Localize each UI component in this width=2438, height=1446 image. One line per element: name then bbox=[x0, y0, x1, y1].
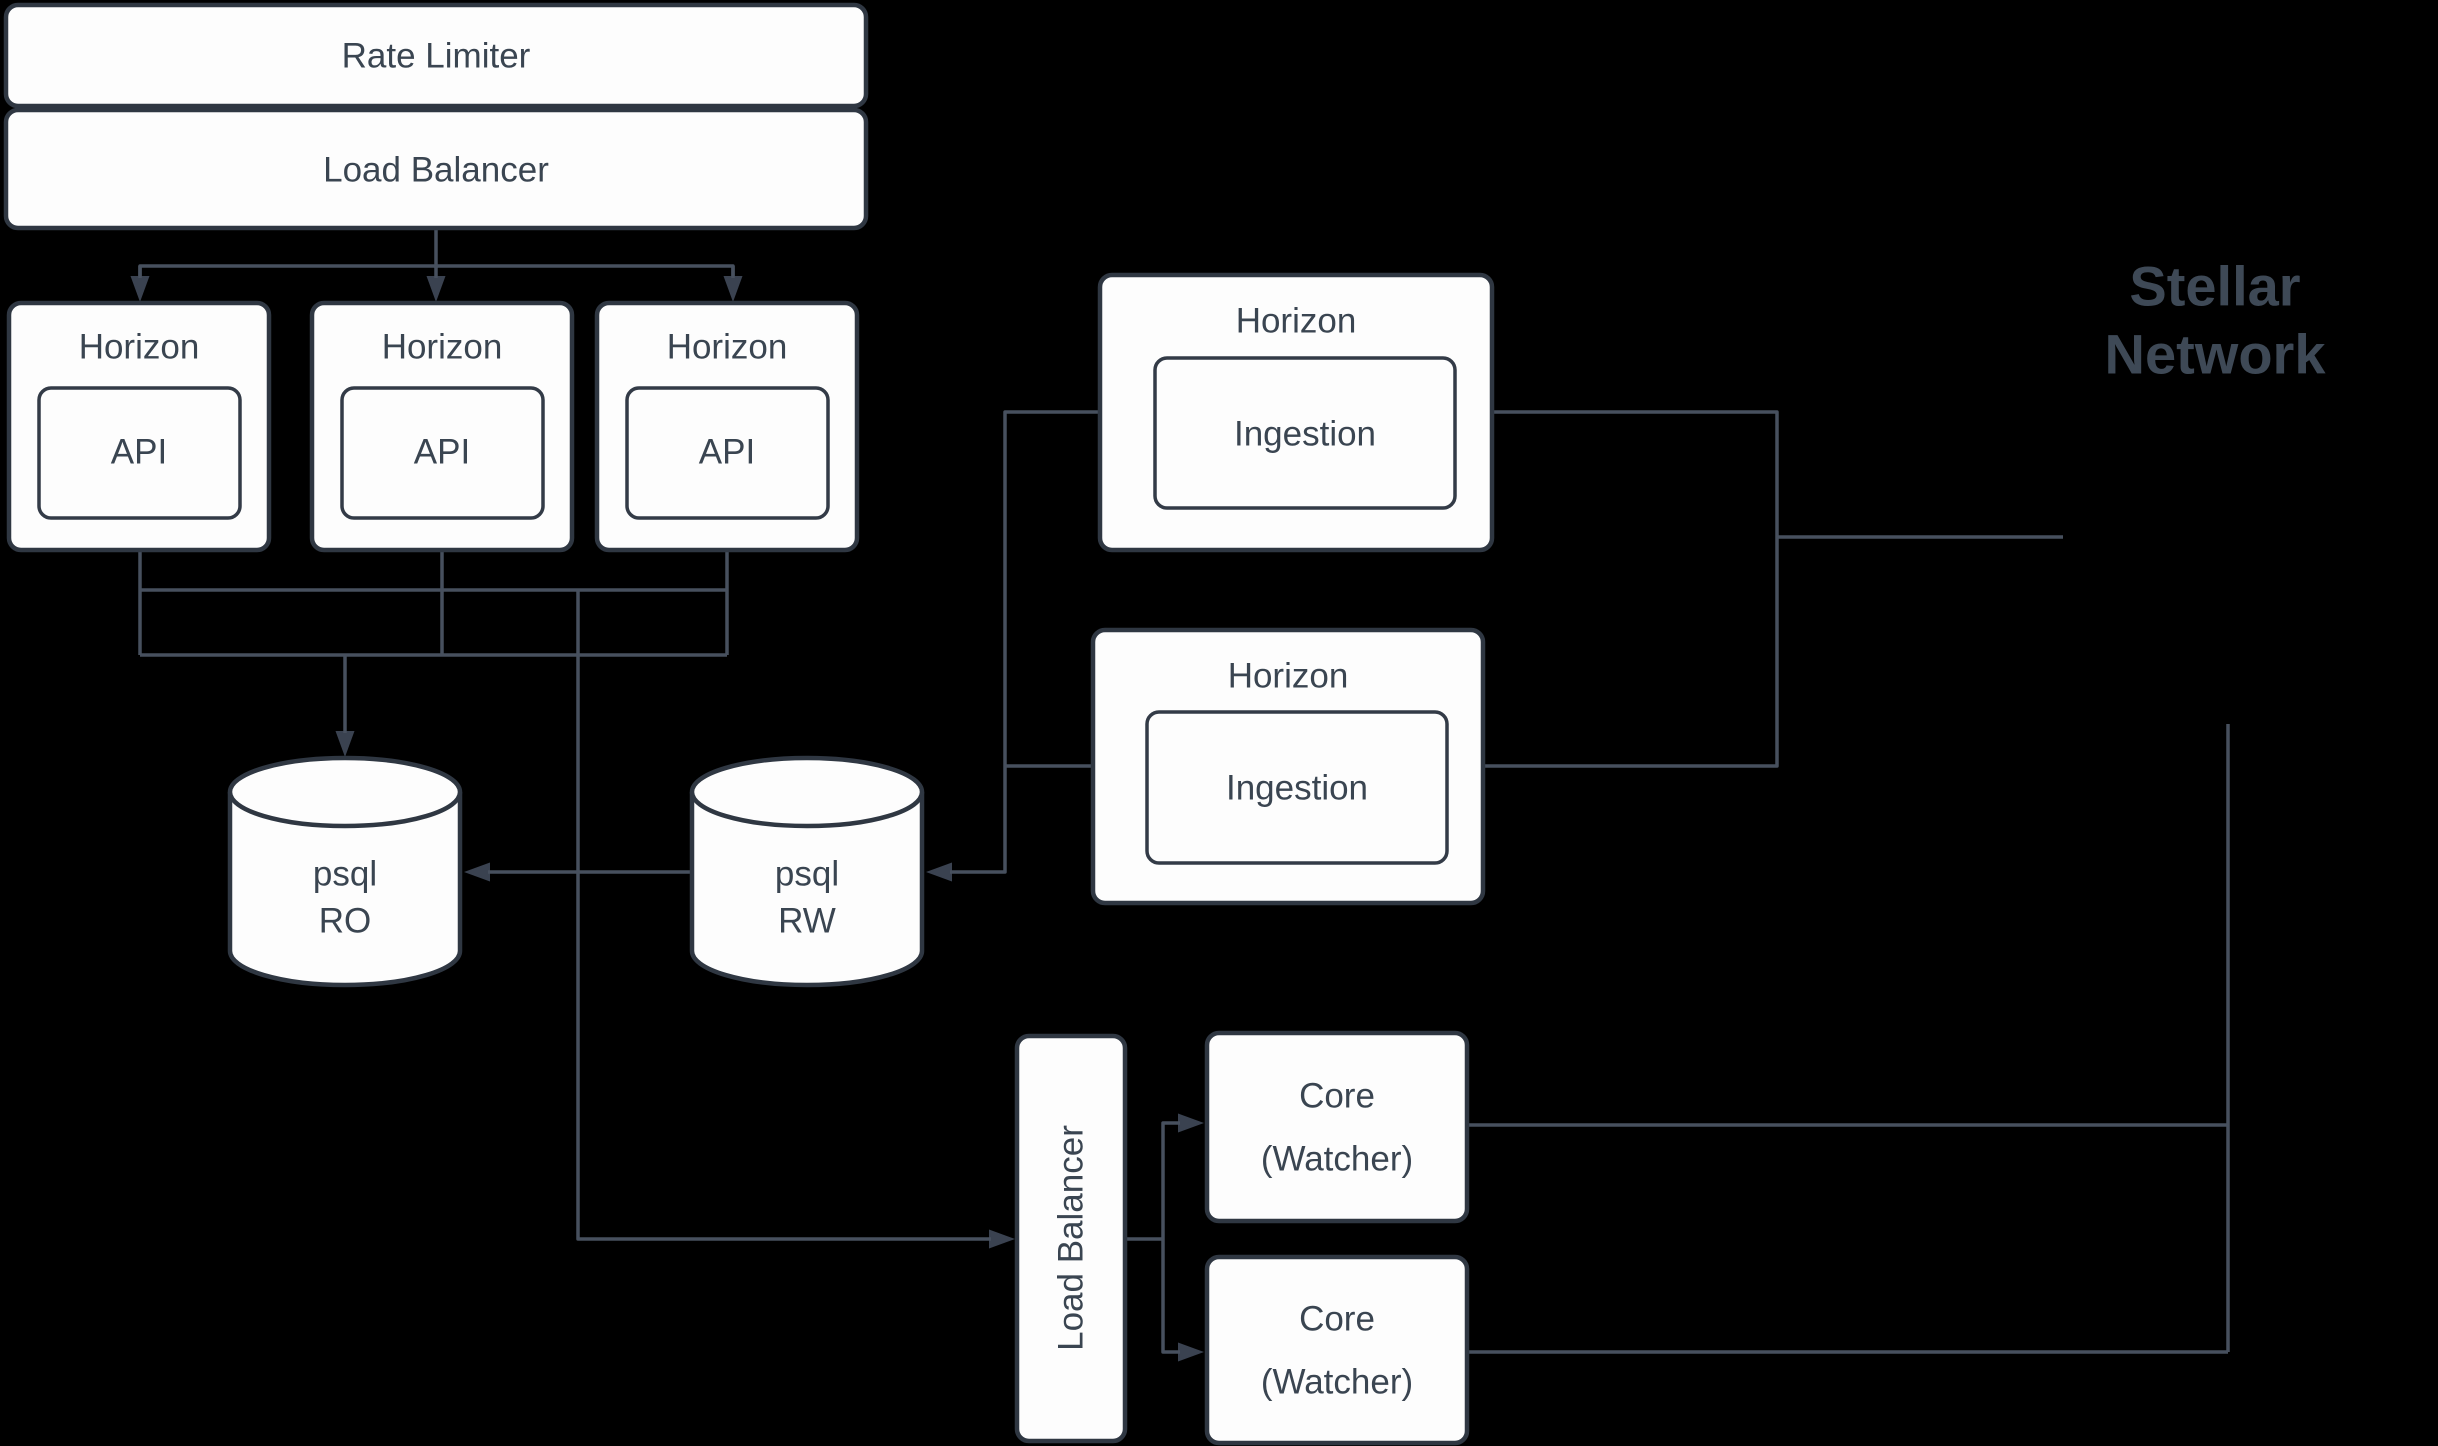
psql-rw-cylinder-top bbox=[689, 755, 925, 829]
core-watcher-2-label-line-0: Core bbox=[1299, 1300, 1375, 1339]
psql-rw-cylinder-body bbox=[689, 792, 925, 988]
horizon-ingestion-1-group: Ingestion Horizon bbox=[1097, 272, 1495, 553]
edge-core-lb-to-watcher-2 bbox=[1161, 1239, 1180, 1354]
ingestion-to-psql-rw-arrowhead-icon bbox=[926, 862, 952, 882]
stellar-network-label-line-1: Network bbox=[2105, 323, 2327, 386]
rate-limiter-group: Rate Limiter bbox=[3, 2, 869, 109]
horizon-api-3-inner-box bbox=[625, 386, 830, 520]
psql-ro-cylinder-top bbox=[227, 755, 463, 829]
load-balancer-top-box bbox=[3, 107, 869, 231]
horizon-ingestion-2-group: Ingestion Horizon bbox=[1090, 627, 1486, 906]
horizon-ingestion-1-inner-box bbox=[1153, 356, 1457, 510]
horizon-api-1-label: Horizon bbox=[79, 328, 200, 367]
psql-ro-cylinder-body bbox=[227, 792, 463, 988]
psql-ro-label-line-0: psql bbox=[313, 855, 377, 894]
arrow-to-psql-ro-arrowhead-icon bbox=[335, 731, 355, 757]
horizon-ingestion-2-label: Horizon bbox=[1228, 657, 1349, 696]
psql-rw-to-ro-arrowhead-icon bbox=[464, 862, 490, 882]
core-load-balancer-box bbox=[1014, 1033, 1128, 1444]
horizon-ingestion-1-label: Horizon bbox=[1236, 302, 1357, 341]
horizon-api-3-inner-label: API bbox=[699, 433, 755, 472]
horizon-ingestion-2-inner-label: Ingestion bbox=[1226, 769, 1368, 808]
load-balancer-top-label: Load Balancer bbox=[323, 151, 549, 190]
horizon-ingestion-1-inner-label: Ingestion bbox=[1234, 415, 1376, 454]
edge-ingestion1-right bbox=[1492, 410, 1779, 537]
core-watcher-2-box bbox=[1204, 1254, 1470, 1446]
core-watcher-2-group: Core (Watcher) bbox=[1204, 1254, 1470, 1446]
core-watcher-2-label-line-1: (Watcher) bbox=[1261, 1363, 1413, 1402]
horizon-api-1-inner-box bbox=[37, 386, 242, 520]
horizon-api-2-label: Horizon bbox=[382, 328, 503, 367]
horizon-api-2-inner-label: API bbox=[414, 433, 470, 472]
horizon-api-2-group: API Horizon bbox=[309, 300, 575, 553]
psql-ro-label-line-1: RO bbox=[319, 902, 372, 941]
horizon-ingestion-2-inner-box bbox=[1145, 710, 1449, 865]
core-lb-to-watcher-2-arrowhead-icon bbox=[1178, 1342, 1204, 1362]
horizon-api-2-inner-box bbox=[340, 386, 545, 520]
core-load-balancer-label: Load Balancer bbox=[1052, 1125, 1091, 1351]
core-watcher-1-label-line-1: (Watcher) bbox=[1261, 1140, 1413, 1179]
edge-core-lb-to-watcher-1 bbox=[1161, 1121, 1180, 1239]
stellar-network-label-line-0: Stellar bbox=[2129, 255, 2300, 318]
psql-rw-label-line-1: RW bbox=[778, 902, 836, 941]
psql-rw-label-line-0: psql bbox=[775, 855, 839, 894]
horizon-api-3-group: API Horizon bbox=[594, 300, 860, 553]
core-watcher-1-box bbox=[1204, 1030, 1470, 1224]
arrow-to-horizon-2-arrowhead-icon bbox=[426, 276, 446, 302]
horizon-api-3-label: Horizon bbox=[667, 328, 788, 367]
core-lb-to-watcher-1-arrowhead-icon bbox=[1178, 1113, 1204, 1133]
rate-limiter-box bbox=[3, 2, 869, 109]
edge-api-to-core-lb bbox=[576, 590, 991, 1241]
horizon-api-1-group: API Horizon bbox=[6, 300, 272, 553]
arrow-to-horizon-1-arrowhead-icon bbox=[130, 276, 150, 302]
core-load-balancer-group: Load Balancer bbox=[1014, 1033, 1128, 1444]
api-to-core-lb-arrowhead-icon bbox=[989, 1229, 1015, 1249]
edge-ingestion2-right bbox=[1483, 537, 1779, 768]
core-watcher-1-label-line-0: Core bbox=[1299, 1077, 1375, 1116]
rate-limiter-label: Rate Limiter bbox=[342, 37, 531, 76]
horizon-api-1-inner-label: API bbox=[111, 433, 167, 472]
edge-ingestion-to-psql-rw bbox=[950, 410, 1100, 874]
arrow-to-horizon-3-arrowhead-icon bbox=[723, 276, 743, 302]
load-balancer-top-group: Load Balancer bbox=[3, 107, 869, 231]
core-watcher-1-group: Core (Watcher) bbox=[1204, 1030, 1470, 1224]
